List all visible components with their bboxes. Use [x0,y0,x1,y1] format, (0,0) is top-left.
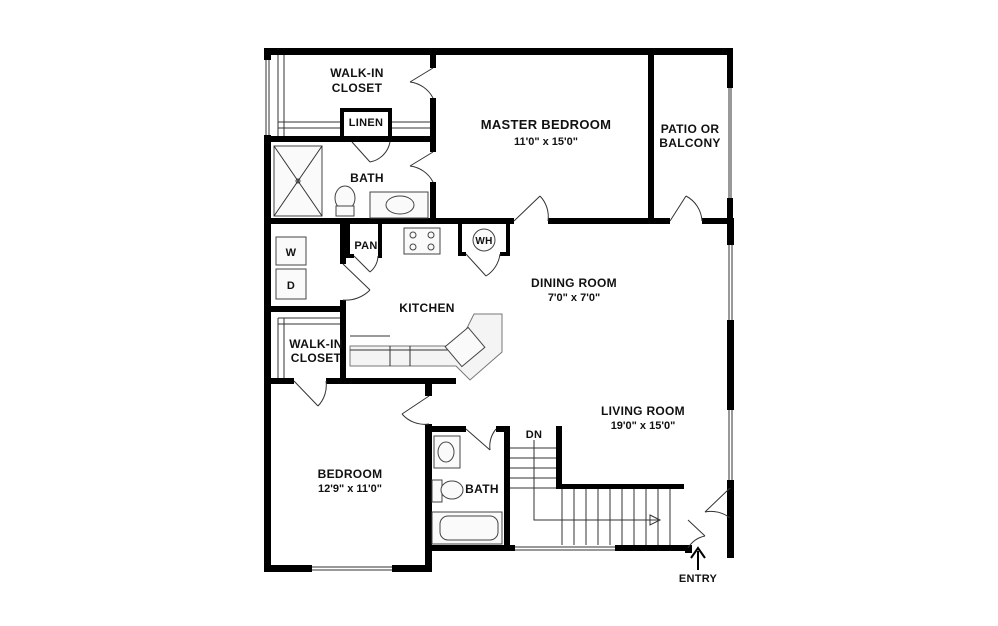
water-heater-icon [472,228,496,252]
walk-in-closet-top-label-1: WALK-IN [330,66,383,80]
water-heater-label: WH [475,236,492,247]
washer-label: W [286,247,297,259]
patio-label-2: BALCONY [659,136,720,150]
living-room-dims: 19'0" x 15'0" [611,420,676,432]
kitchen-label: KITCHEN [399,301,454,315]
patio-label-1: PATIO OR [661,122,720,136]
stairs [510,440,671,545]
closet-shelves [277,55,430,378]
walk-in-closet-top-label-2: CLOSET [332,81,383,95]
dining-room-dims: 7'0" x 7'0" [548,292,600,304]
master-bedroom-label: MASTER BEDROOM [481,117,612,132]
kitchen-fixtures [349,227,503,381]
entry-arrow-icon [690,546,706,570]
stair-direction-arrow [533,440,658,521]
doors [293,67,731,549]
master-bath-fixtures [273,145,429,219]
hall-bath-fixtures [431,435,503,545]
dryer-icon [275,268,307,300]
entry-label: ENTRY [679,573,718,585]
master-bedroom-dims: 11'0" x 15'0" [514,136,578,148]
stairs-down-label: DN [526,429,543,441]
master-bath-label: BATH [350,171,384,185]
stove-icon [403,227,441,255]
living-room-label: LIVING ROOM [601,404,685,418]
interior-walls [264,48,734,552]
bedroom-label: BEDROOM [318,467,383,481]
windows [264,60,734,572]
dryer-label: D [287,280,295,292]
washer-icon [275,236,307,266]
linen-label: LINEN [349,117,384,129]
laundry-fixtures [275,236,307,300]
walk-in-closet-bottom-label-1: WALK-IN [289,337,342,351]
walk-in-closet-bottom-label-2: CLOSET [291,351,342,365]
sink-icon [385,195,415,215]
pantry-label: PAN [354,240,377,252]
kitchen-sink-icon [444,326,486,368]
bedroom-dims: 12'9" x 11'0" [318,483,382,495]
hall-bath-label: BATH [465,482,499,496]
toilet-icon-2 [440,480,464,500]
dining-room-label: DINING ROOM [531,276,617,290]
